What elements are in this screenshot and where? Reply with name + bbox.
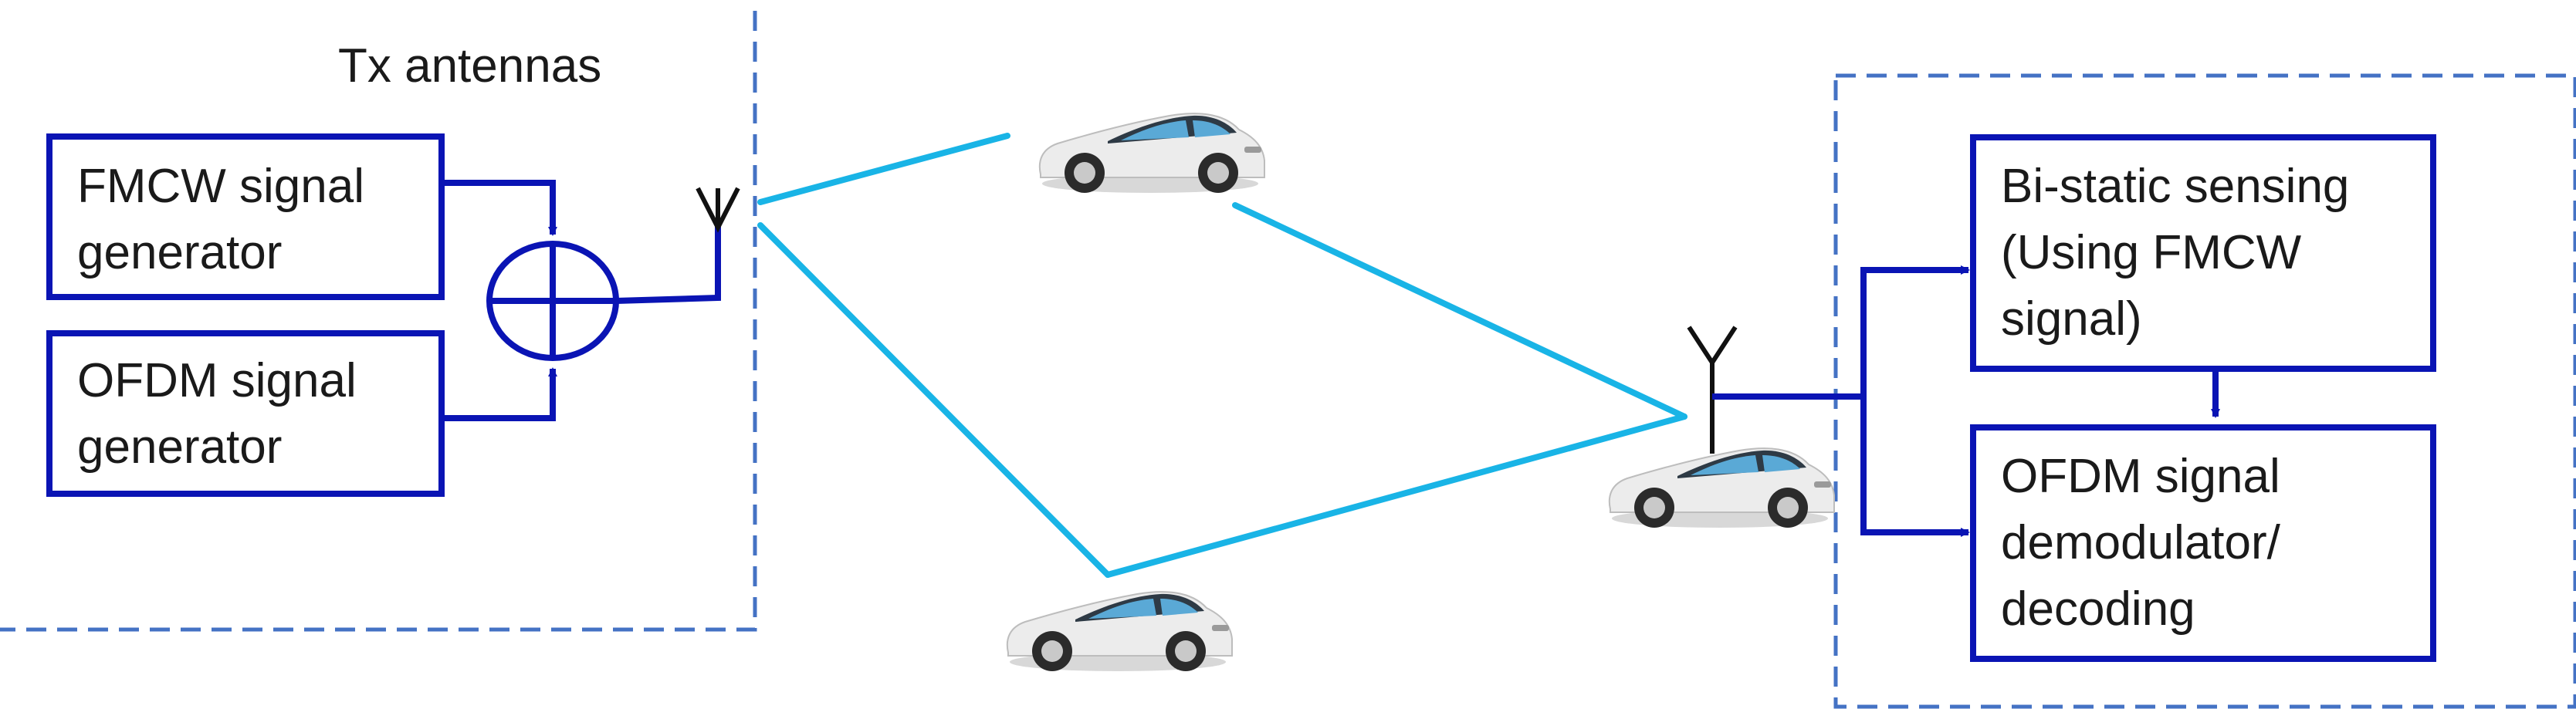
fmcw-block-line-1: FMCW signal xyxy=(77,160,364,213)
fmcw-generator-block xyxy=(46,133,445,300)
tx-connectors xyxy=(442,180,721,421)
path-car-bottom-to-rx xyxy=(1105,414,1687,578)
rx-dashed-enclosure xyxy=(1833,73,2576,709)
sensing-block-line-3: signal) xyxy=(2001,292,2142,346)
ofdm-block-line-1: OFDM signal xyxy=(77,354,357,407)
path-tx-to-car-bottom xyxy=(757,222,1111,578)
car-receiver-icon xyxy=(1608,447,1835,528)
sensing-block-line-2: (Using FMCW xyxy=(2001,226,2302,279)
path-car-top-to-rx xyxy=(1232,202,1687,420)
demod-block-line-2: demodulator/ xyxy=(2001,516,2281,569)
bistatic-sensing-block xyxy=(1970,134,2436,372)
ofdm-block-line-2: generator xyxy=(77,420,282,474)
car-top-icon xyxy=(1038,113,1265,194)
ofdm-demodulator-block xyxy=(1970,424,2436,662)
sensing-block-line-1: Bi-static sensing xyxy=(2001,160,2349,213)
path-tx-to-car-top xyxy=(757,133,1010,205)
rx-antenna-icon xyxy=(1687,326,1738,454)
demod-block-line-3: decoding xyxy=(2001,582,2195,636)
tx-antennas-label: Tx antennas xyxy=(338,39,601,93)
demod-block-line-1: OFDM signal xyxy=(2001,450,2280,503)
ofdm-generator-block xyxy=(46,330,445,497)
car-bottom-icon xyxy=(1006,591,1233,672)
tx-dashed-enclosure xyxy=(0,0,757,632)
tx-antenna-icon xyxy=(696,187,740,233)
rx-connectors xyxy=(1712,265,2220,537)
signal-paths xyxy=(757,133,1687,578)
summing-junction-icon xyxy=(486,241,619,361)
fmcw-block-line-2: generator xyxy=(77,226,282,279)
